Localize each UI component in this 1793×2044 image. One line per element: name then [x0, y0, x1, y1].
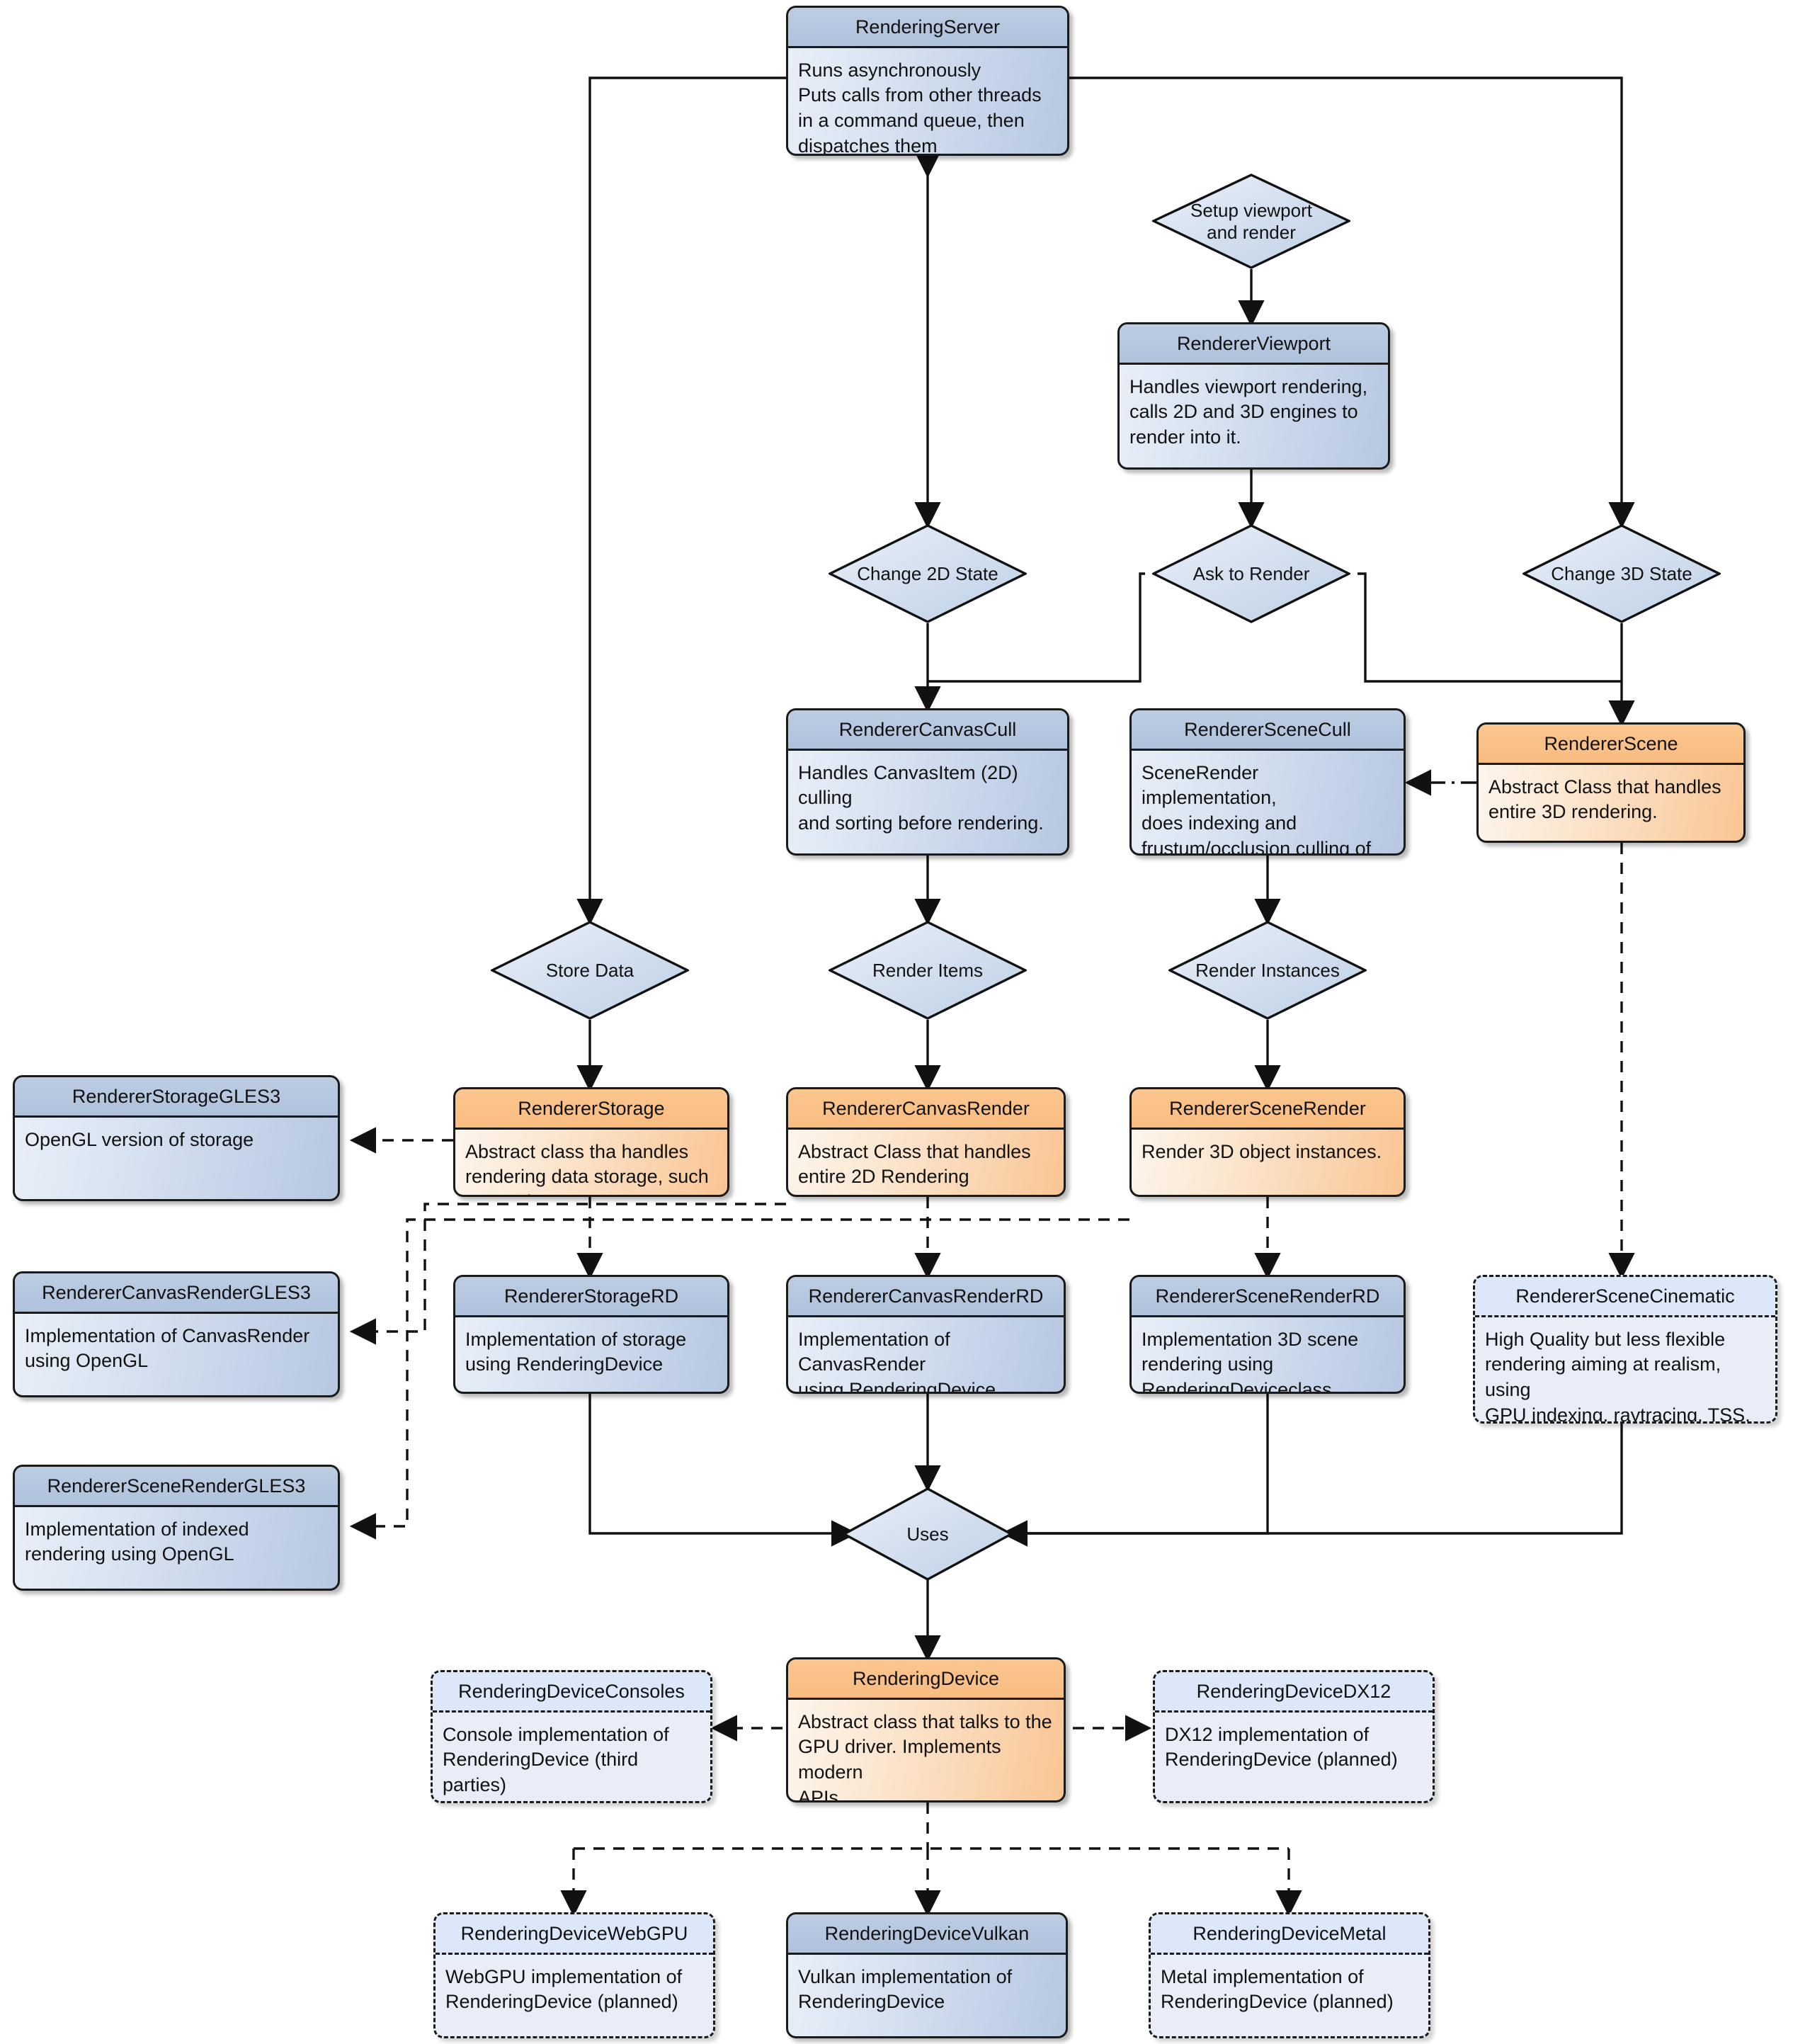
node-body: Runs asynchronously Puts calls from othe… [798, 59, 1042, 156]
node-body: High Quality but less flexible rendering… [1485, 1328, 1751, 1424]
node-rendering-device[interactable]: RenderingDevice Abstract class that talk… [786, 1657, 1066, 1802]
decision-label: Ask to Render [1193, 562, 1310, 584]
decision-label: Change 3D State [1551, 562, 1692, 584]
node-renderer-canvas-render[interactable]: RendererCanvasRender Abstract Class that… [786, 1087, 1066, 1197]
node-body: Implementation of storage using Renderin… [465, 1328, 687, 1375]
node-title: RendererSceneCinematic [1475, 1277, 1775, 1317]
node-body: WebGPU implementation of RenderingDevice… [445, 1965, 683, 2013]
node-body: Implementation 3D scene rendering using … [1142, 1328, 1359, 1394]
diamond-shape [829, 921, 1027, 1020]
node-body: Implementation of indexed rendering usin… [25, 1518, 249, 1565]
decision-change-2d-state[interactable]: Change 2D State [829, 524, 1027, 623]
node-title: RenderingDeviceConsoles [433, 1672, 710, 1713]
diamond-shape [1168, 921, 1367, 1020]
node-title: RenderingDeviceWebGPU [436, 1914, 713, 1955]
diamond-shape [1152, 524, 1350, 623]
node-body: Metal implementation of RenderingDevice … [1161, 1965, 1394, 2013]
diamond-shape [491, 921, 689, 1020]
node-renderer-canvas-render-rd[interactable]: RendererCanvasRenderRD Implementation of… [786, 1275, 1066, 1394]
node-body: Implementation of CanvasRender using Ren… [798, 1328, 996, 1394]
diamond-shape [1522, 524, 1721, 623]
node-title: RendererSceneRender [1132, 1089, 1404, 1130]
node-body: Abstract class tha handles rendering dat… [465, 1140, 709, 1195]
node-rendering-device-vulkan[interactable]: RenderingDeviceVulkan Vulkan implementat… [786, 1912, 1068, 2038]
decision-change-3d-state[interactable]: Change 3D State [1522, 524, 1721, 623]
node-title: RendererStorage [455, 1089, 727, 1130]
node-rendering-device-metal[interactable]: RenderingDeviceMetal Metal implementatio… [1149, 1912, 1430, 2038]
node-renderer-scene-render-rd[interactable]: RendererSceneRenderRD Implementation 3D … [1129, 1275, 1406, 1394]
diamond-shape [1152, 174, 1350, 269]
node-renderer-storage-gles3[interactable]: RendererStorageGLES3 OpenGL version of s… [13, 1075, 340, 1201]
node-renderer-canvas-cull[interactable]: RendererCanvasCull Handles CanvasItem (2… [786, 708, 1069, 856]
node-renderer-viewport[interactable]: RendererViewport Handles viewport render… [1117, 322, 1390, 470]
node-body: Abstract Class that handles entire 2D Re… [798, 1140, 1031, 1188]
node-rendering-device-webgpu[interactable]: RenderingDeviceWebGPU WebGPU implementat… [433, 1912, 715, 2038]
decision-label: Setup viewport and render [1190, 199, 1312, 243]
node-renderer-canvas-render-gles3[interactable]: RendererCanvasRenderGLES3 Implementation… [13, 1271, 340, 1397]
node-title: RendererScene [1479, 725, 1743, 765]
node-body: Render 3D object instances. [1142, 1140, 1382, 1162]
node-renderer-scene[interactable]: RendererScene Abstract Class that handle… [1476, 722, 1746, 843]
decision-label: Change 2D State [857, 562, 998, 584]
node-title: RenderingServer [788, 8, 1067, 48]
node-rendering-server[interactable]: RenderingServer Runs asynchronously Puts… [786, 6, 1069, 156]
node-body: Console implementation of RenderingDevic… [443, 1723, 669, 1795]
diamond-shape [843, 1487, 1013, 1581]
node-body: Handles viewport rendering, calls 2D and… [1129, 375, 1368, 448]
node-renderer-storage-rd[interactable]: RendererStorageRD Implementation of stor… [453, 1275, 729, 1394]
node-renderer-scene-render-gles3[interactable]: RendererSceneRenderGLES3 Implementation … [13, 1465, 340, 1591]
decision-ask-to-render[interactable]: Ask to Render [1152, 524, 1350, 623]
node-body: Implementation of CanvasRender using Ope… [25, 1324, 310, 1372]
node-body: Abstract Class that handles entire 3D re… [1489, 776, 1721, 823]
decision-label: Store Data [545, 959, 634, 981]
node-title: RendererSceneRenderRD [1132, 1277, 1404, 1317]
node-body: SceneRender implementation, does indexin… [1142, 761, 1372, 856]
node-title: RenderingDeviceMetal [1151, 1914, 1428, 1955]
node-title: RenderingDeviceDX12 [1155, 1672, 1433, 1713]
node-title: RendererCanvasRenderRD [788, 1277, 1064, 1317]
node-title: RendererViewport [1120, 324, 1388, 365]
node-title: RendererStorageRD [455, 1277, 727, 1317]
node-renderer-storage[interactable]: RendererStorage Abstract class tha handl… [453, 1087, 729, 1197]
node-title: RendererCanvasRender [788, 1089, 1064, 1130]
decision-render-items[interactable]: Render Items [829, 921, 1027, 1020]
node-body: DX12 implementation of RenderingDevice (… [1165, 1723, 1398, 1771]
node-body: Abstract class that talks to the GPU dri… [798, 1710, 1052, 1802]
diamond-shape [829, 524, 1027, 623]
node-renderer-scene-cinematic[interactable]: RendererSceneCinematic High Quality but … [1473, 1275, 1777, 1424]
decision-store-data[interactable]: Store Data [491, 921, 689, 1020]
decision-label: Render Items [872, 959, 984, 981]
node-title: RendererStorageGLES3 [15, 1077, 338, 1118]
node-title: RendererCanvasRenderGLES3 [15, 1273, 338, 1314]
node-title: RendererSceneCull [1132, 710, 1404, 751]
node-title: RenderingDeviceVulkan [788, 1914, 1066, 1955]
decision-uses[interactable]: Uses [843, 1487, 1013, 1581]
node-title: RenderingDevice [788, 1659, 1064, 1700]
node-renderer-scene-cull[interactable]: RendererSceneCull SceneRender implementa… [1129, 708, 1406, 856]
decision-label: Render Instances [1195, 959, 1340, 981]
decision-label: Uses [906, 1523, 949, 1545]
node-title: RendererSceneRenderGLES3 [15, 1467, 338, 1507]
node-title: RendererCanvasCull [788, 710, 1067, 751]
node-body: Handles CanvasItem (2D) culling and sort… [798, 761, 1044, 834]
node-body: Vulkan implementation of RenderingDevice [798, 1965, 1013, 2013]
decision-render-instances[interactable]: Render Instances [1168, 921, 1367, 1020]
decision-setup-viewport-and-render[interactable]: Setup viewport and render [1152, 174, 1350, 269]
node-rendering-device-consoles[interactable]: RenderingDeviceConsoles Console implemen… [431, 1670, 712, 1803]
node-rendering-device-dx12[interactable]: RenderingDeviceDX12 DX12 implementation … [1153, 1670, 1435, 1803]
node-body: OpenGL version of storage [25, 1128, 254, 1150]
node-renderer-scene-render[interactable]: RendererSceneRender Render 3D object ins… [1129, 1087, 1406, 1197]
